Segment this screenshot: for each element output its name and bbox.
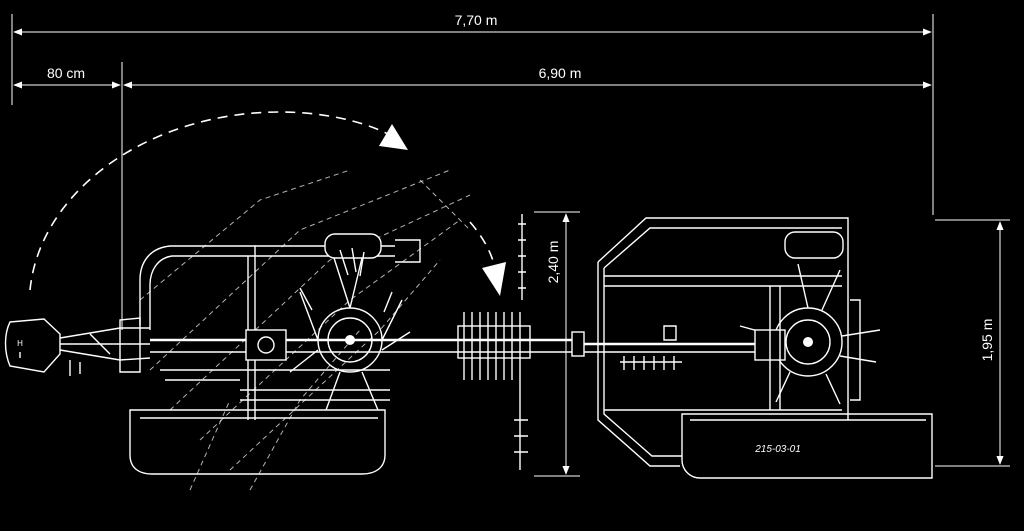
transport-width-label: 1,95 m [979,319,995,362]
dimension-hitch-and-working-length: 80 cm 6,90 m [13,62,932,330]
working-length-label: 6,90 m [539,65,582,81]
drawing-number: 215-03-01 [754,444,801,455]
tractor-hitch: H [4,317,151,376]
working-width-label: 2,40 m [545,241,561,284]
dimension-transport-width: 1,95 m [935,219,1010,467]
front-rotor-carriage [129,233,580,475]
hitch-offset-label: 80 cm [47,65,85,81]
dimension-working-width: 2,40 m [534,211,580,477]
dimension-overall-length: 7,70 m [11,12,934,215]
hitch-mark-label: H [17,339,23,348]
swing-motion-arrows [29,111,506,296]
rear-rotor-carriage: 215-03-01 [584,217,933,479]
centre-tine-comb [457,214,585,470]
overall-length-label: 7,70 m [455,12,498,28]
ghost-rotor-position [139,169,471,491]
